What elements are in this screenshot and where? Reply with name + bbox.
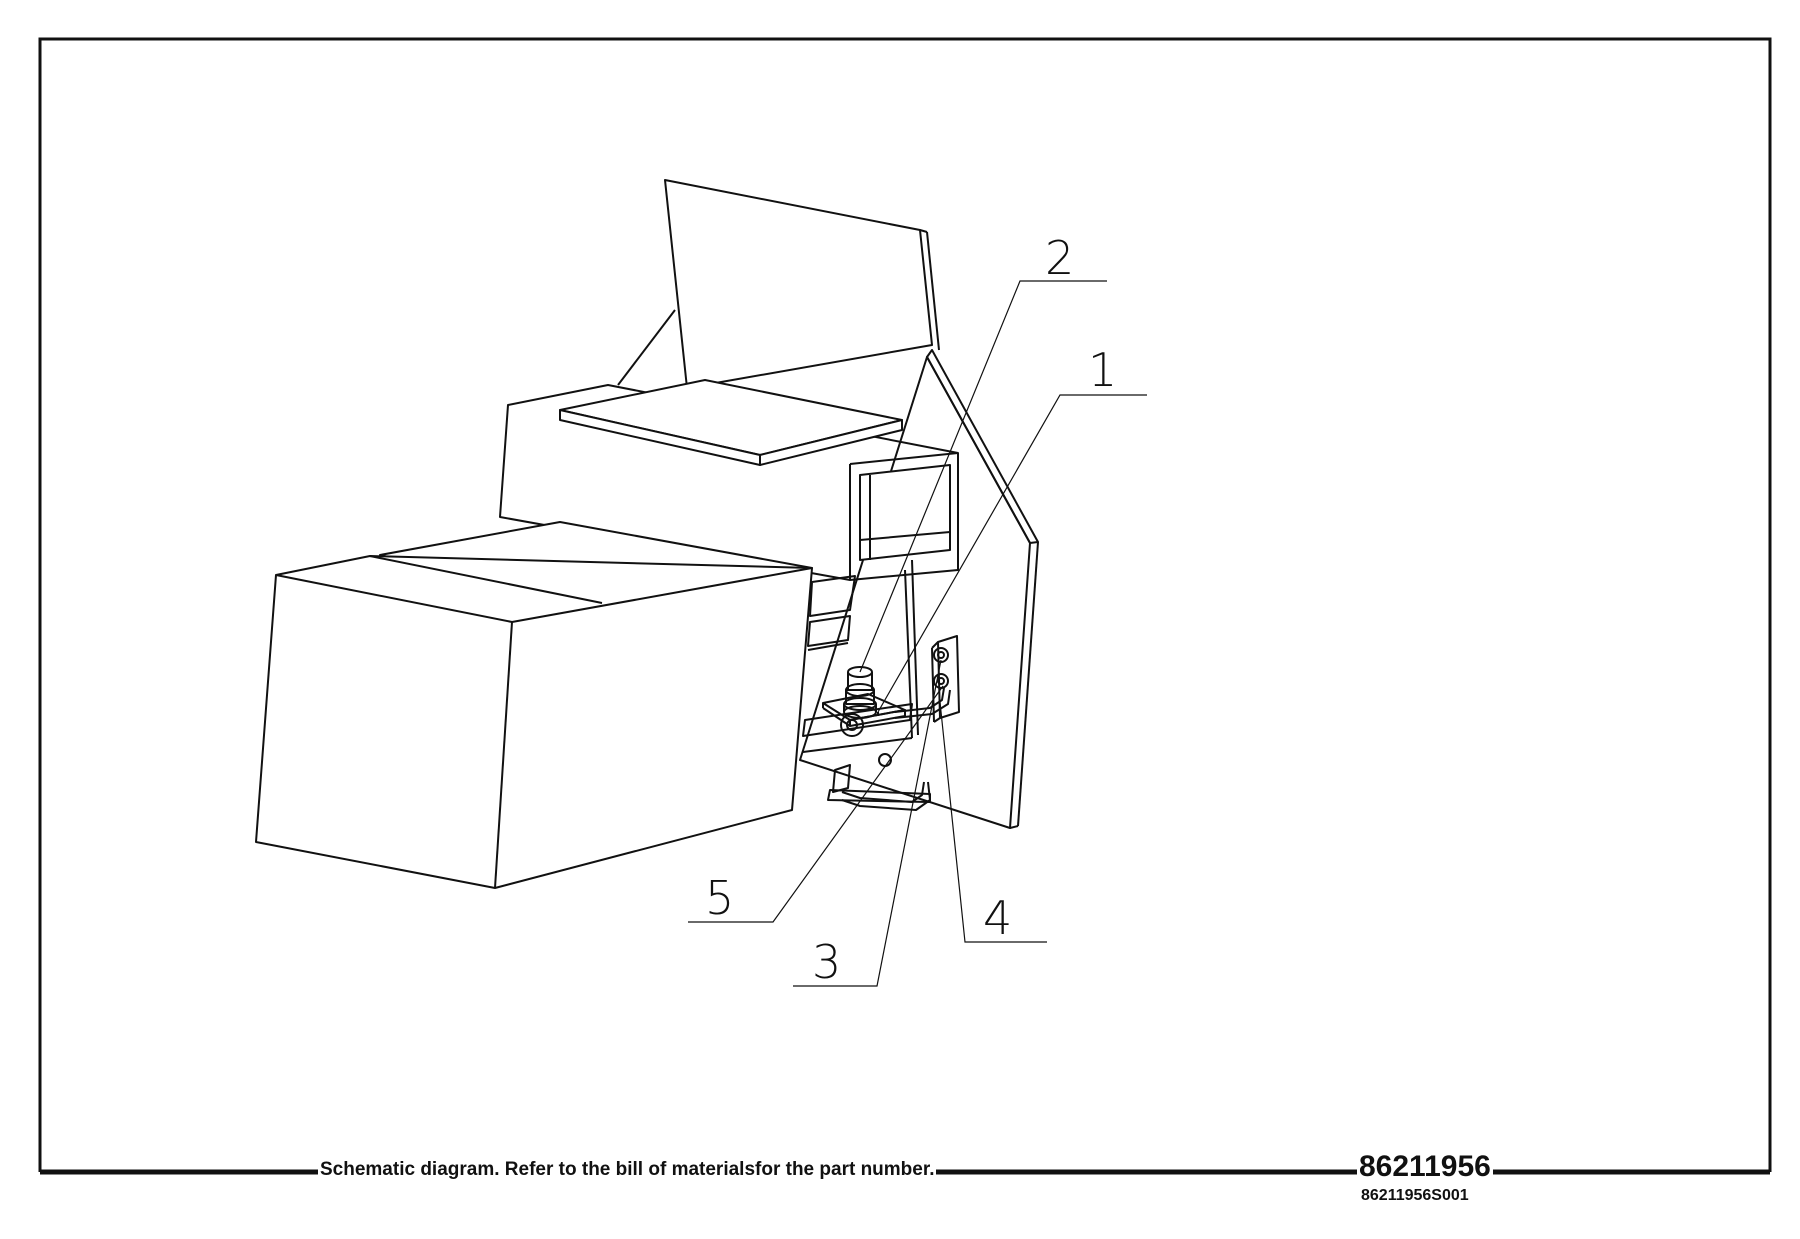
leader-line-3 bbox=[793, 659, 942, 987]
frame-border bbox=[38, 37, 1772, 1172]
leader-line-2 bbox=[859, 280, 1107, 673]
upper-beam bbox=[499, 384, 959, 581]
internal-members bbox=[802, 559, 931, 803]
sheet-identifier: 86211956S001 bbox=[1361, 1187, 1469, 1204]
leader-line-1 bbox=[877, 394, 1147, 713]
rear-plate bbox=[617, 179, 940, 389]
callout-label-3: 3 bbox=[812, 935, 841, 989]
callout-label-5: 5 bbox=[705, 871, 734, 925]
leader-line-4 bbox=[939, 701, 1047, 943]
schematic-note: Schematic diagram. Refer to the bill of … bbox=[318, 1159, 937, 1181]
hose-tube bbox=[841, 781, 931, 811]
callout-label-2: 2 bbox=[1045, 231, 1074, 285]
valve-fitting bbox=[843, 666, 877, 719]
side-panel bbox=[799, 349, 1039, 829]
lever-plate bbox=[822, 687, 951, 767]
leader-line-5 bbox=[688, 685, 944, 923]
document-number: 86211956 bbox=[1357, 1150, 1493, 1184]
callout-label-1: 1 bbox=[1088, 343, 1117, 397]
leader-lines bbox=[688, 280, 1147, 987]
mounting-bracket bbox=[931, 635, 960, 723]
top-pad bbox=[559, 379, 903, 466]
callout-label-4: 4 bbox=[983, 891, 1012, 945]
lower-box bbox=[255, 555, 813, 889]
